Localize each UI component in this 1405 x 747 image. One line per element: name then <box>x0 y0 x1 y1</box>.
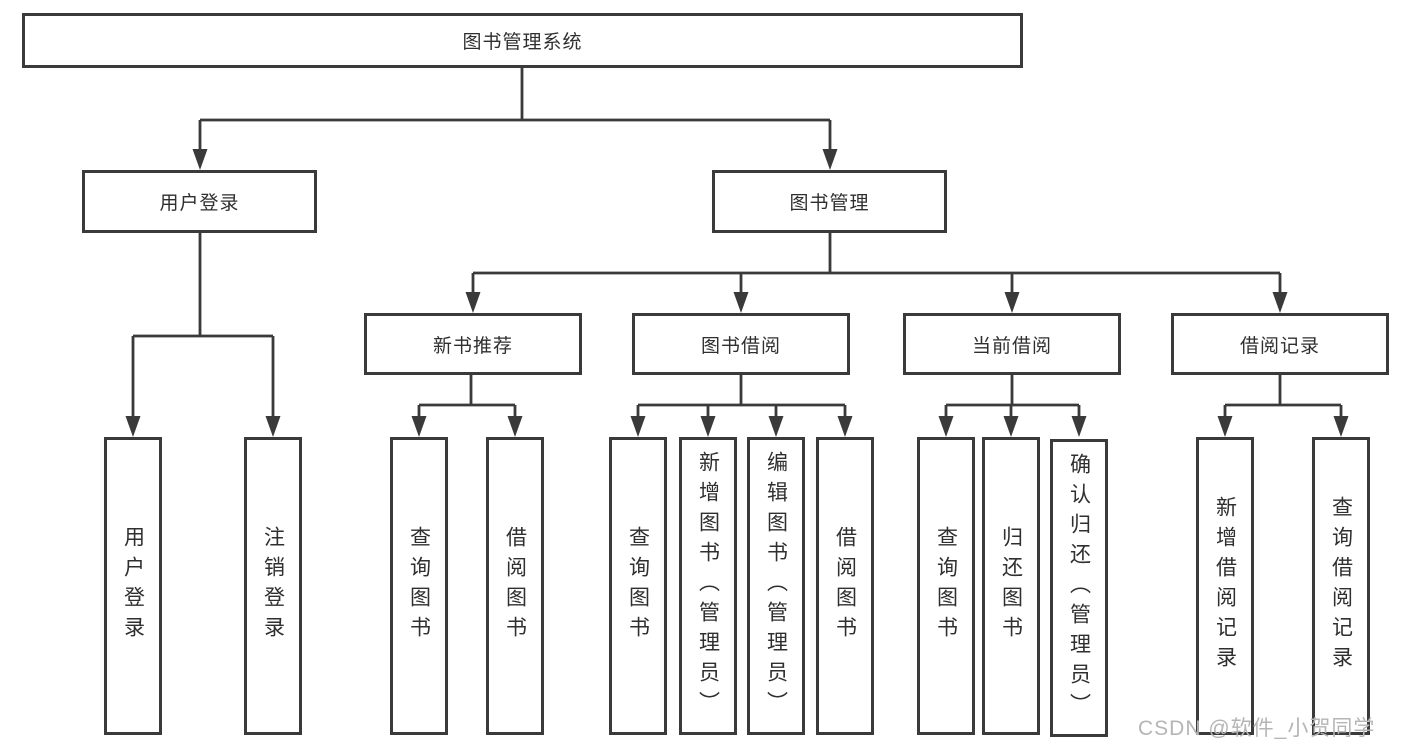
arrowhead <box>938 416 954 437</box>
leaf-borrow-books-recommend-label: 借阅图书 <box>503 526 527 646</box>
leaf-logout: 注销登录 <box>244 437 302 735</box>
leaf-user-login: 用户登录 <box>104 437 162 735</box>
node-root: 图书管理系统 <box>22 13 1023 68</box>
node-new-book-recommend-label: 新书推荐 <box>432 335 513 357</box>
leaf-query-borrow-record: 查询借阅记录 <box>1312 437 1370 735</box>
leaf-query-books-borrowing: 查询图书 <box>609 437 667 735</box>
arrowhead <box>1272 292 1288 313</box>
leaf-confirm-return-admin-label: 确认归还（管理员） <box>1067 453 1091 723</box>
arrowhead <box>465 292 481 313</box>
arrowhead <box>125 416 141 437</box>
leaf-query-books-current: 查询图书 <box>917 437 975 735</box>
leaf-query-books-recommend: 查询图书 <box>390 437 448 735</box>
leaf-edit-books-admin: 编辑图书（管理员） <box>747 437 805 735</box>
arrowhead <box>1003 416 1019 437</box>
node-book-borrowing: 图书借阅 <box>632 313 850 375</box>
arrowheads <box>125 149 1349 437</box>
connector-recommend-to-leaves <box>417 375 517 419</box>
leaf-logout-label: 注销登录 <box>261 526 285 646</box>
leaf-add-borrow-record-label: 新增借阅记录 <box>1213 496 1237 676</box>
leaf-borrow-books-borrowing-label: 借阅图书 <box>833 526 857 646</box>
node-root-label: 图书管理系统 <box>462 32 583 53</box>
arrowhead <box>837 416 853 437</box>
connector-current-to-leaves <box>944 375 1081 419</box>
arrowhead <box>265 416 281 437</box>
leaf-query-books-recommend-label: 查询图书 <box>407 526 431 646</box>
leaf-edit-books-admin-label: 编辑图书（管理员） <box>764 451 788 721</box>
leaf-return-books-label: 归还图书 <box>999 526 1023 646</box>
node-user-login: 用户登录 <box>82 170 317 233</box>
leaf-borrow-books-recommend: 借阅图书 <box>486 437 544 735</box>
csdn-watermark: CSDN @软件_小贺同学 <box>1138 717 1376 740</box>
leaf-query-books-borrowing-label: 查询图书 <box>626 526 650 646</box>
node-book-management-label: 图书管理 <box>789 193 870 214</box>
leaf-add-books-admin: 新增图书（管理员） <box>679 437 737 735</box>
node-book-borrowing-label: 图书借阅 <box>700 335 781 357</box>
arrowhead <box>411 416 427 437</box>
arrowhead <box>1004 292 1020 313</box>
leaf-add-books-admin-label: 新增图书（管理员） <box>696 451 720 721</box>
node-current-borrowing: 当前借阅 <box>903 313 1121 375</box>
node-borrowing-records-label: 借阅记录 <box>1239 335 1320 357</box>
node-book-management: 图书管理 <box>712 170 947 233</box>
arrowhead <box>700 416 716 437</box>
connector-root-to-level2 <box>198 68 832 152</box>
connector-records-to-leaves <box>1223 375 1343 419</box>
node-new-book-recommend: 新书推荐 <box>364 313 582 375</box>
arrowhead <box>822 149 838 170</box>
arrowhead <box>768 416 784 437</box>
leaf-confirm-return-admin: 确认归还（管理员） <box>1050 439 1108 737</box>
arrowhead <box>1333 416 1349 437</box>
connector-borrowing-to-leaves <box>636 375 847 419</box>
connector-bookmgmt-to-level3 <box>471 233 1282 295</box>
arrowhead <box>1071 416 1087 437</box>
node-current-borrowing-label: 当前借阅 <box>971 335 1052 357</box>
leaf-add-borrow-record: 新增借阅记录 <box>1196 437 1254 735</box>
leaf-query-borrow-record-label: 查询借阅记录 <box>1329 496 1353 676</box>
leaf-query-books-current-label: 查询图书 <box>934 526 958 646</box>
leaf-return-books: 归还图书 <box>982 437 1040 735</box>
connector-userlogin-to-leaves <box>131 233 275 419</box>
arrowhead <box>192 149 208 170</box>
leaf-borrow-books-borrowing: 借阅图书 <box>816 437 874 735</box>
arrowhead <box>1217 416 1233 437</box>
node-borrowing-records: 借阅记录 <box>1171 313 1389 375</box>
leaf-user-login-label: 用户登录 <box>121 526 145 646</box>
arrowhead <box>507 416 523 437</box>
node-user-login-label: 用户登录 <box>159 193 240 214</box>
arrowhead <box>733 292 749 313</box>
arrowhead <box>630 416 646 437</box>
